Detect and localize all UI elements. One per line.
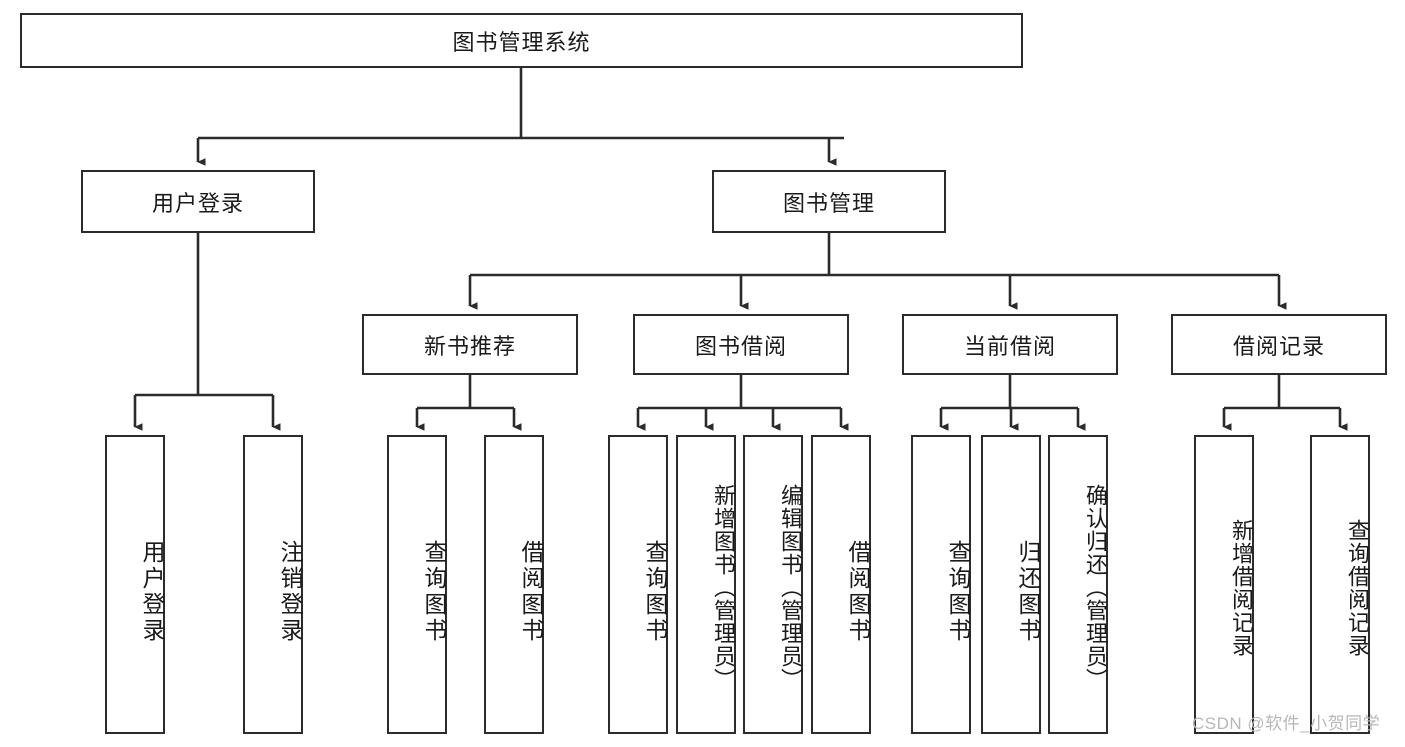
node-leaf-borrow-books[interactable]: 借阅图书 <box>811 435 871 734</box>
node-current-borrowing[interactable]: 当前借阅 <box>902 314 1118 375</box>
node-label: 新增图书（管理员） <box>711 484 736 691</box>
node-label: 借阅图书 <box>845 539 871 644</box>
node-label: 借阅图书 <box>518 539 544 644</box>
node-label: 图书借阅 <box>694 333 787 359</box>
node-label: 新增借阅记录 <box>1229 518 1254 657</box>
node-leaf-query-books-new[interactable]: 查询图书 <box>387 435 447 734</box>
node-label: 当前借阅 <box>963 333 1056 359</box>
node-leaf-add-borrow-record[interactable]: 新增借阅记录 <box>1194 435 1254 734</box>
node-label: 图书管理 <box>782 190 875 216</box>
node-leaf-return-books[interactable]: 归还图书 <box>981 435 1041 734</box>
node-borrowing-records[interactable]: 借阅记录 <box>1171 314 1387 375</box>
node-leaf-add-book-admin[interactable]: 新增图书（管理员） <box>676 435 736 734</box>
node-book-borrowing[interactable]: 图书借阅 <box>633 314 849 375</box>
watermark-text: CSDN @软件_小贺同学 <box>1192 714 1381 733</box>
node-label: 用户登录 <box>151 190 244 216</box>
node-leaf-user-login[interactable]: 用户登录 <box>105 435 165 734</box>
node-label: 借阅记录 <box>1232 333 1325 359</box>
node-label: 查询借阅记录 <box>1345 518 1370 657</box>
node-label: 图书管理系统 <box>452 29 591 55</box>
node-label: 归还图书 <box>1015 539 1041 644</box>
node-label: 用户登录 <box>139 539 165 644</box>
node-leaf-borrow-books-new[interactable]: 借阅图书 <box>484 435 544 734</box>
node-label: 查询图书 <box>642 539 668 644</box>
node-leaf-query-books-current[interactable]: 查询图书 <box>911 435 971 734</box>
node-leaf-query-books-borrow[interactable]: 查询图书 <box>608 435 668 734</box>
node-leaf-confirm-return-admin[interactable]: 确认归还（管理员） <box>1048 435 1108 734</box>
node-label: 编辑图书（管理员） <box>778 484 803 691</box>
node-user-login[interactable]: 用户登录 <box>81 170 315 233</box>
node-label: 新书推荐 <box>423 333 516 359</box>
node-label: 注销登录 <box>277 539 303 644</box>
node-leaf-logout[interactable]: 注销登录 <box>243 435 303 734</box>
node-label: 查询图书 <box>421 539 447 644</box>
node-label: 查询图书 <box>945 539 971 644</box>
node-root-book-management-system[interactable]: 图书管理系统 <box>20 13 1023 68</box>
node-new-book-recommendation[interactable]: 新书推荐 <box>362 314 578 375</box>
node-book-management[interactable]: 图书管理 <box>712 170 946 233</box>
node-leaf-query-borrow-record[interactable]: 查询借阅记录 <box>1310 435 1370 734</box>
node-label: 确认归还（管理员） <box>1083 484 1108 691</box>
node-leaf-edit-book-admin[interactable]: 编辑图书（管理员） <box>743 435 803 734</box>
